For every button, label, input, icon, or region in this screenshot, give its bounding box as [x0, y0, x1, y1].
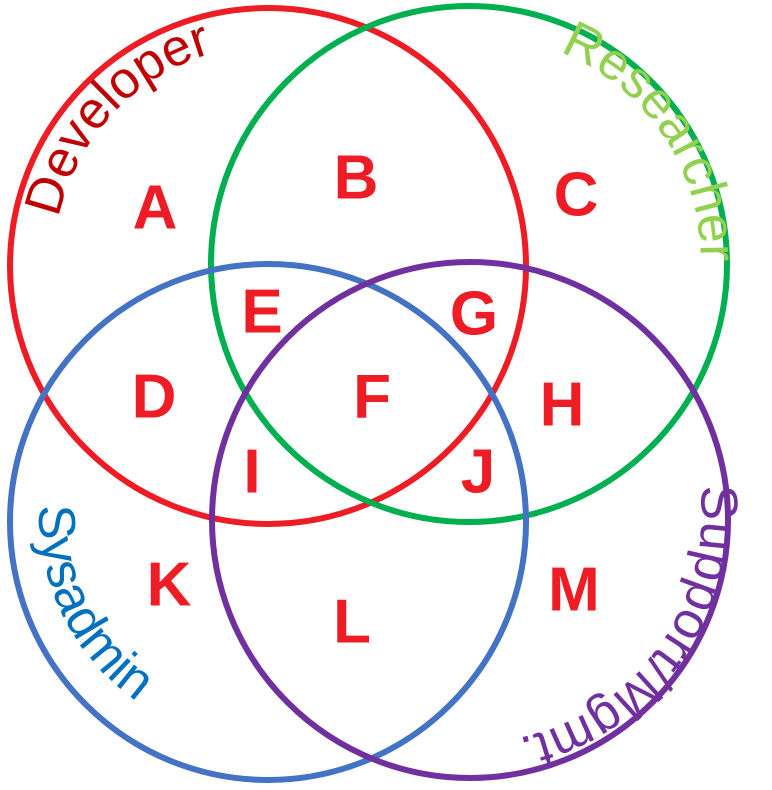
sysadmin-circle [7, 261, 529, 783]
region-k-letter: K [147, 551, 192, 620]
region-e-letter: E [241, 278, 282, 347]
support-label: Support/Mgmt. [515, 484, 748, 783]
region-d-letter: D [132, 363, 177, 432]
region-j-letter: J [461, 438, 495, 507]
sysadmin-label: Sysadmin [26, 504, 165, 712]
region-g-letter: G [450, 280, 498, 349]
developer-label: Developer [14, 9, 216, 221]
region-c-letter: C [554, 161, 599, 230]
support-circle [209, 259, 731, 781]
region-a-letter: A [133, 174, 178, 243]
region-l-letter: L [333, 588, 371, 657]
region-i-letter: I [243, 438, 260, 507]
region-m-letter: M [548, 556, 600, 625]
region-h-letter: H [540, 371, 585, 440]
region-b-letter: B [334, 144, 379, 213]
region-f-letter: F [353, 363, 391, 432]
researcher-circle [208, 3, 730, 525]
